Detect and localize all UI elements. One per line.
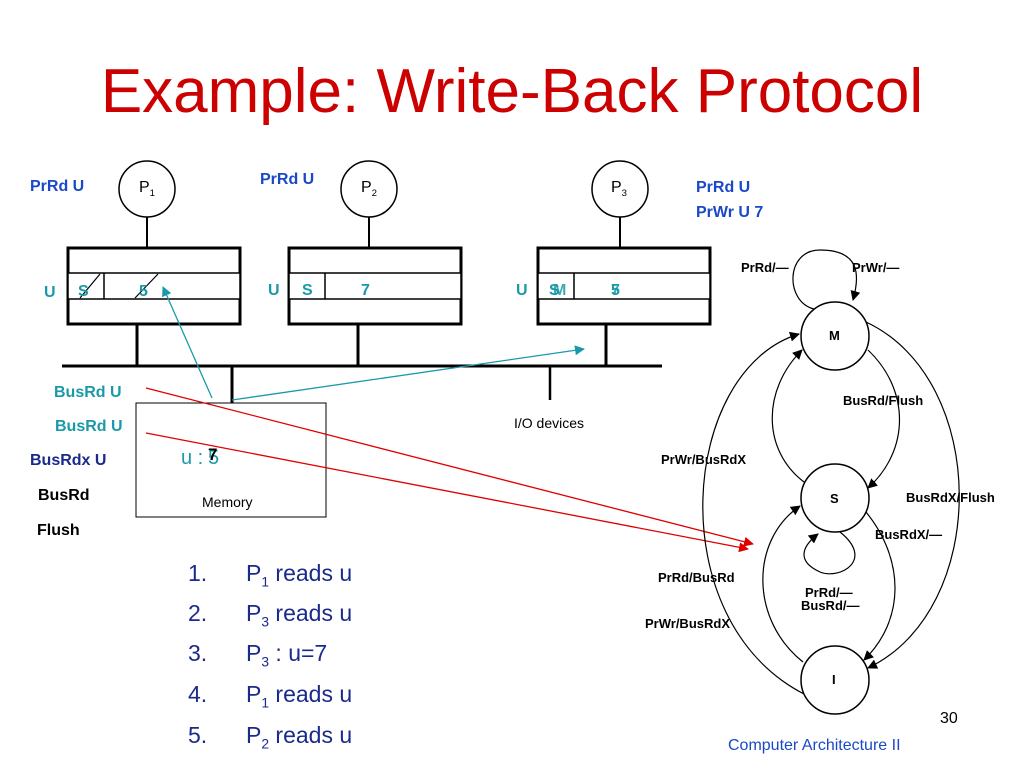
cache-p3-value-old: 5 — [611, 282, 620, 299]
fsm-m-self-rd: PrRd/— — [741, 260, 789, 275]
step-3: 3.P3 : u=7 — [188, 640, 328, 670]
cache-p1-state: S — [78, 283, 89, 300]
cache-p2-state: S — [302, 282, 313, 299]
fsm-s-self-1: PrRd/— — [805, 585, 853, 600]
memory-value-new: 7 — [208, 445, 218, 464]
io-devices-label: I/O devices — [514, 415, 585, 431]
fsm-m-to-i: BusRdX/Flush — [906, 490, 995, 505]
fsm-m-self-wr: PrWr/— — [852, 260, 900, 275]
cache-p1-tag: U — [44, 284, 56, 301]
step-4: 4.P1 reads u — [188, 681, 353, 711]
fsm-state-m-label: M — [829, 328, 840, 343]
p2-event-label: PrRd U — [260, 171, 315, 188]
fsm-state-i-label: I — [832, 672, 836, 687]
step-2: 2.P3 reads u — [188, 600, 353, 630]
fsm-m-to-s: BusRd/Flush — [843, 393, 924, 408]
memory-box — [135, 402, 327, 518]
processor-p2-label: P2 — [361, 179, 378, 200]
cache-p3-tag: U — [516, 282, 528, 299]
memory-label: Memory — [202, 494, 253, 510]
cache-p3-value-new: 7 — [611, 282, 620, 299]
page-number: 30 — [940, 710, 958, 727]
fsm-s-to-i: BusRdX/— — [875, 527, 943, 542]
p3-event-label-1: PrRd U — [696, 179, 751, 196]
bus-event-4: BusRd — [38, 487, 90, 504]
p1-event-label: PrRd U — [30, 178, 85, 195]
cache-p1-value: 5 — [139, 283, 148, 300]
bus-event-1: BusRd U — [54, 384, 122, 401]
p3-event-label-2: PrWr U 7 — [696, 204, 764, 221]
step-5: 5.P2 reads u — [188, 722, 353, 752]
memory-variable: u : — [181, 447, 204, 469]
bus-event-3: BusRdx U — [30, 452, 107, 469]
memory-value-old: 5 — [208, 447, 220, 469]
cache-p2-value: 7 — [361, 282, 370, 299]
fsm-s-to-m: PrWr/BusRdX — [661, 452, 746, 467]
fsm-state-s-label: S — [830, 491, 839, 506]
cache-p3 — [536, 246, 712, 326]
processor-p3-label: P3 — [611, 179, 628, 200]
fsm-i-to-m: PrWr/BusRdX — [645, 616, 730, 631]
cache-p3-state-new: M — [553, 282, 567, 299]
bus-event-2: BusRd U — [55, 418, 123, 435]
step-1: 1.P1 reads u — [188, 560, 353, 590]
fsm-i-to-s: PrRd/BusRd — [658, 570, 735, 585]
footer-text: Computer Architecture II — [728, 737, 901, 754]
fsm-s-self-2: BusRd/— — [801, 598, 860, 613]
fsm-state-i — [800, 645, 870, 715]
cache-p3-state-old: S — [549, 282, 560, 299]
cache-p2-tag: U — [268, 282, 280, 299]
fsm-state-m — [800, 301, 870, 371]
cache-p1 — [66, 246, 242, 326]
fsm-state-s — [800, 463, 870, 533]
bus-event-5: Flush — [37, 522, 80, 539]
processor-p1-label: P1 — [139, 179, 156, 200]
cache-p2 — [287, 246, 463, 326]
slide-title: Example: Write-Back Protocol — [100, 57, 924, 126]
